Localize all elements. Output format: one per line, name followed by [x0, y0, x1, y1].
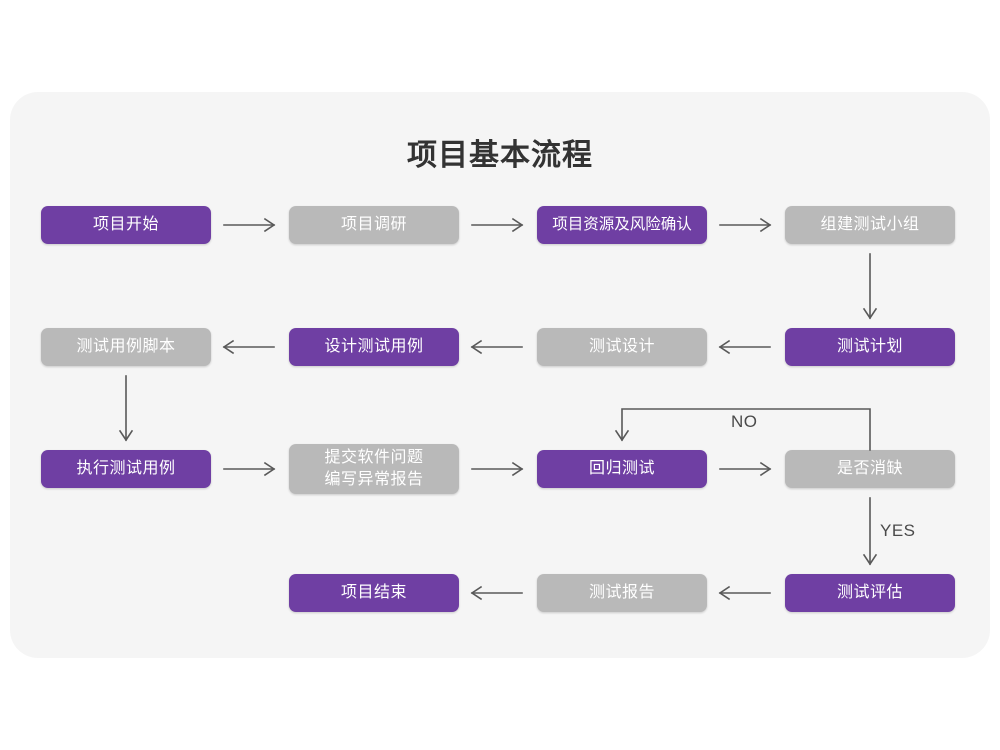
node-design-test-case[interactable]: 设计测试用例 [289, 328, 459, 366]
edge-label-no: NO [731, 412, 758, 431]
node-test-evaluation[interactable]: 测试评估 [785, 574, 955, 612]
page-title: 项目基本流程 [407, 139, 593, 172]
node-test-case-script[interactable]: 测试用例脚本 [41, 328, 211, 366]
node-defect-cleared-decision[interactable]: 是否消缺 [785, 450, 955, 488]
node-project-research[interactable]: 项目调研 [289, 206, 459, 244]
node-test-report[interactable]: 测试报告 [537, 574, 707, 612]
node-resource-risk-confirm[interactable]: 项目资源及风险确认 [537, 206, 707, 244]
node-project-start[interactable]: 项目开始 [41, 206, 211, 244]
node-submit-defect-report[interactable]: 提交软件问题 编写异常报告 [289, 444, 459, 494]
node-project-end[interactable]: 项目结束 [289, 574, 459, 612]
node-build-test-team[interactable]: 组建测试小组 [785, 206, 955, 244]
edge-label-yes: YES [880, 521, 916, 540]
diagram-card [10, 92, 990, 658]
node-regression-test[interactable]: 回归测试 [537, 450, 707, 488]
node-test-plan[interactable]: 测试计划 [785, 328, 955, 366]
node-test-design[interactable]: 测试设计 [537, 328, 707, 366]
node-execute-test-case[interactable]: 执行测试用例 [41, 450, 211, 488]
